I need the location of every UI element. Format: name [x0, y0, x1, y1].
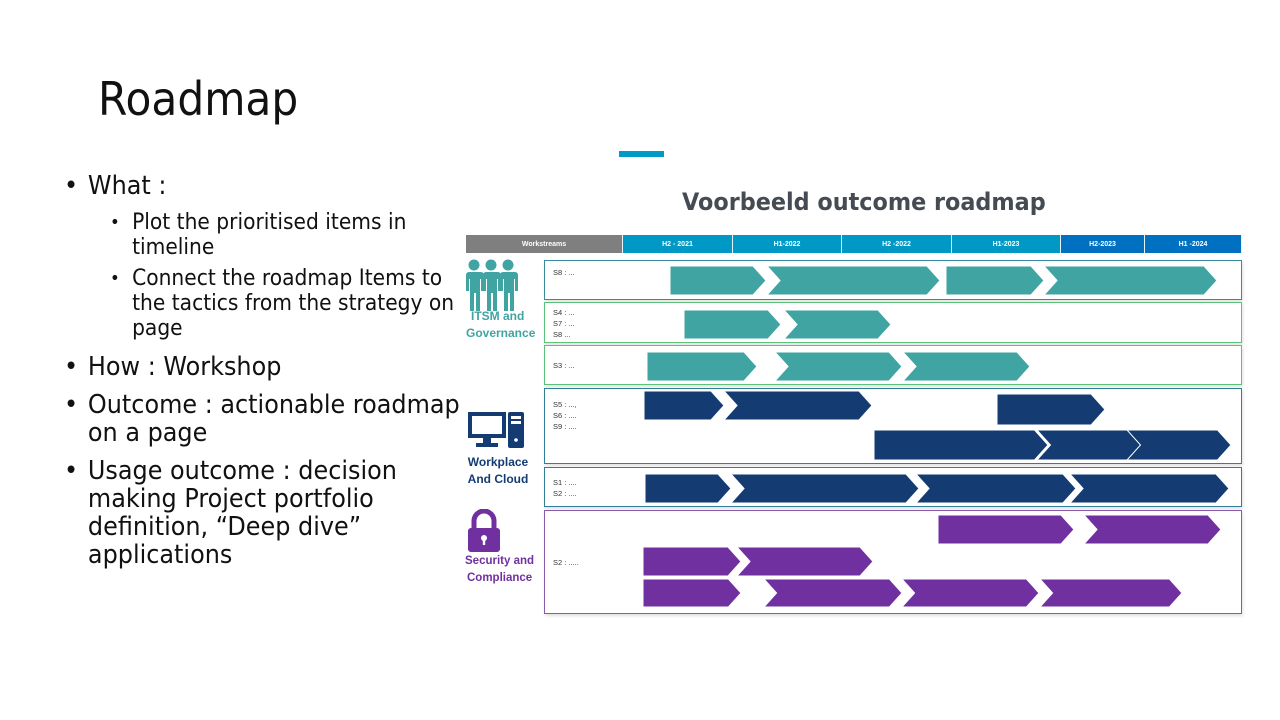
accent-bar — [619, 151, 664, 157]
workstream-name: And Cloud — [467, 472, 529, 486]
header-workstreams: Workstreams — [466, 235, 623, 253]
strategy-label: S1 : .... — [553, 478, 577, 487]
sub-bullet-plot: Plot the prioritised items in timeline — [64, 210, 472, 260]
strategy-label: S4 : ... — [553, 308, 575, 317]
bullet-how: How : Workshop — [64, 353, 474, 381]
lane-labels: S5 : ..., S6 : .... S9 : .... — [553, 399, 577, 432]
lane-labels: S1 : .... S2 : .... — [553, 477, 577, 499]
strategy-label: S8 ... — [553, 330, 571, 339]
roadmap-chevron[interactable] — [1038, 578, 1183, 608]
people-group-icon — [466, 259, 518, 311]
roadmap-chevron[interactable] — [900, 578, 1040, 608]
sub-bullet-connect: Connect the roadmap Items to the tactics… — [64, 266, 472, 341]
roadmap-chevron[interactable] — [996, 393, 1106, 426]
roadmap-chevron[interactable] — [643, 390, 725, 421]
desktop-computer-icon — [468, 412, 524, 448]
roadmap-chevron[interactable] — [669, 265, 767, 296]
roadmap-chevron[interactable] — [644, 473, 732, 504]
strategy-label: S3 : ... — [553, 361, 575, 370]
roadmap-chevron[interactable] — [873, 429, 1049, 461]
lane-labels: S8 : ... — [553, 267, 575, 278]
bullet-usage: Usage outcome : decision making Project … — [64, 457, 474, 569]
header-period: H2 -2022 — [842, 235, 952, 253]
roadmap-chevron[interactable] — [1125, 429, 1232, 461]
header-period: H1 -2024 — [1145, 235, 1242, 253]
strategy-label: S5 : ..., — [553, 400, 577, 409]
lane-labels: S3 : ... — [553, 360, 575, 371]
workstream-name: Workplace — [467, 455, 529, 469]
roadmap-chevron[interactable] — [683, 309, 782, 340]
strategy-label: S8 : ... — [553, 268, 575, 277]
workstream-itsm: ITSM and Governance — [466, 308, 546, 342]
roadmap-chevron[interactable] — [901, 351, 1031, 382]
roadmap-chevron[interactable] — [945, 265, 1045, 296]
roadmap-chevron[interactable] — [646, 351, 758, 382]
strategy-label: S2 : ..... — [553, 558, 579, 567]
timeline-header: Workstreams H2 - 2021 H1-2022 H2 -2022 H… — [466, 235, 1242, 253]
roadmap-chevron[interactable] — [765, 265, 941, 296]
roadmap-chevron[interactable] — [735, 546, 874, 577]
strategy-label: S6 : .... — [553, 411, 577, 420]
workstream-name: Security and — [465, 555, 535, 567]
roadmap-chevron[interactable] — [722, 390, 873, 421]
workstream-name: Compliance — [467, 572, 533, 584]
roadmap-chevron[interactable] — [762, 578, 903, 608]
roadmap-chevron[interactable] — [914, 473, 1077, 504]
lane-labels: S4 : ... S7 : ... S8 ... — [553, 307, 575, 340]
bullet-outcome: Outcome : actionable roadmap on a page — [64, 391, 474, 447]
roadmap-chevron[interactable] — [642, 546, 742, 577]
roadmap-chevron[interactable] — [782, 309, 892, 340]
header-period: H1-2022 — [733, 235, 842, 253]
padlock-icon — [468, 509, 500, 552]
strategy-label: S9 : .... — [553, 422, 577, 431]
header-period: H1-2023 — [952, 235, 1061, 253]
strategy-label: S7 : ... — [553, 319, 575, 328]
roadmap-chevron[interactable] — [1068, 473, 1230, 504]
roadmap-chevron[interactable] — [729, 473, 920, 504]
slide-title: Roadmap — [98, 72, 299, 126]
roadmap-chevron[interactable] — [1042, 265, 1218, 296]
lane-itsm-2: S4 : ... S7 : ... S8 ... — [544, 302, 1242, 343]
roadmap-chevron[interactable] — [1082, 514, 1222, 545]
strategy-label: S2 : .... — [553, 489, 577, 498]
bullet-what: What : — [64, 172, 474, 200]
roadmap-chevron[interactable] — [937, 514, 1075, 545]
header-period: H2 - 2021 — [623, 235, 733, 253]
workstream-name: ITSM and — [471, 309, 525, 323]
header-period: H2-2023 — [1061, 235, 1145, 253]
lane-labels: S2 : ..... — [553, 557, 579, 568]
workstream-security: Security and Compliance — [465, 553, 545, 587]
workstream-workplace: Workplace And Cloud — [462, 454, 534, 488]
roadmap-title: Voorbeeld outcome roadmap — [682, 188, 1046, 216]
roadmap-chevron[interactable] — [642, 578, 742, 608]
roadmap-chevron[interactable] — [1035, 429, 1142, 461]
bullet-list: What : Plot the prioritised items in tim… — [64, 172, 460, 579]
workstream-name: Governance — [466, 326, 536, 340]
roadmap-chevron[interactable] — [773, 351, 903, 382]
